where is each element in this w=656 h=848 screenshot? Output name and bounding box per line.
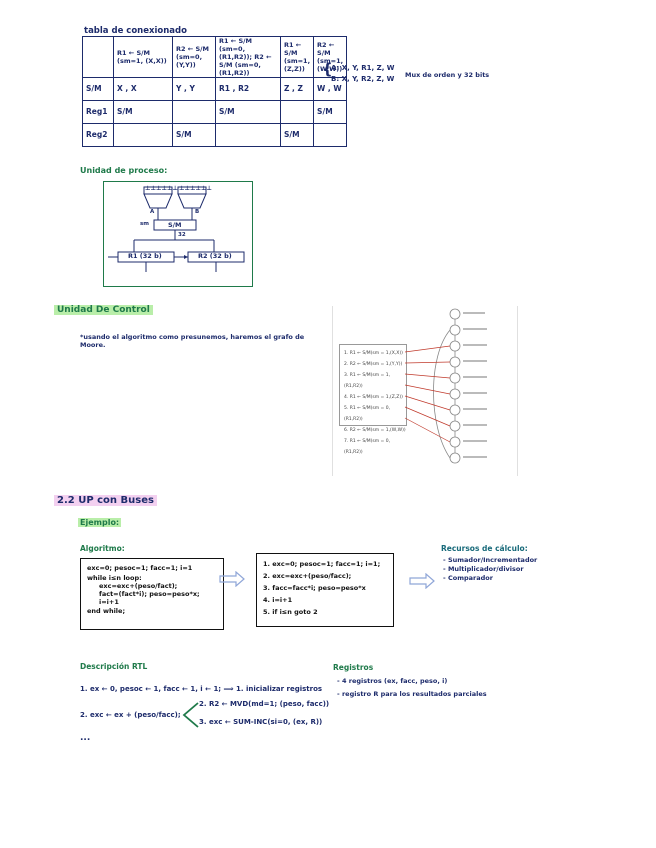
- bus-b-text: B: X, Y, R2, Z, W: [331, 75, 394, 83]
- rtl-line-2b: 3. exc ← SUM-INC(si=0, (ex, R)): [199, 718, 322, 726]
- sel-b-label: B: [195, 209, 199, 215]
- table-cell: Z , Z: [281, 78, 314, 101]
- table-header-cell: R1 ← S/M (sm=0, (R1,R2)); R2 ← S/M (sm=0…: [216, 37, 281, 78]
- resources-title: Recursos de cálculo:: [441, 544, 528, 553]
- table-header-cell: R2 ← S/M (sm=0, (Y,Y)): [173, 37, 216, 78]
- algo-line: i=i+1: [87, 598, 217, 606]
- rtl-title: Descripción RTL: [80, 662, 147, 671]
- step-line: 4. i=i+1: [263, 594, 387, 606]
- step-line: 1. exc=0; pesoc=1; facc=1; i=1;: [263, 558, 387, 570]
- sm-label: sm: [140, 221, 149, 227]
- algo-line: end while;: [87, 606, 217, 616]
- table-cell: S/M: [83, 78, 114, 101]
- table-header-cell: R1 ← S/M (sm=1, (X,X)): [114, 37, 173, 78]
- branch-brace-icon: [180, 700, 200, 730]
- sel-a-label: A: [150, 209, 154, 215]
- buses-section-title: 2.2 UP con Buses: [54, 495, 157, 506]
- mux-right-label: ⊥⊥⊥⊥⊥⊥: [179, 185, 212, 192]
- table-cell: S/M: [216, 101, 281, 124]
- alu-label: S/M: [168, 221, 182, 229]
- process-unit-title: Unidad de proceso:: [80, 166, 167, 175]
- rtl-line-2: 2. exc ← ex + (peso/facc);: [80, 711, 181, 719]
- register-item: - 4 registros (ex, facc, peso, i): [337, 675, 487, 688]
- table-cell: Reg1: [83, 101, 114, 124]
- registers-list: - 4 registros (ex, facc, peso, i) - regi…: [337, 675, 487, 701]
- table-cell: Reg2: [83, 124, 114, 147]
- mux-left-label: ⊥⊥⊥⊥⊥⊥: [145, 185, 178, 192]
- table-cell: [114, 124, 173, 147]
- step-line: 3. facc=facc*i; peso=peso*x: [263, 582, 387, 594]
- arrow-right-icon: [218, 571, 246, 587]
- bus-width-label: 32: [178, 232, 186, 238]
- example-subtitle: Ejemplo:: [78, 518, 121, 527]
- algo-line: while i≤n loop:: [87, 574, 217, 582]
- arrow-right-icon: [408, 573, 436, 589]
- table-cell: [281, 101, 314, 124]
- algorithm-label: Algoritmo:: [80, 544, 125, 553]
- table-cell: [314, 124, 347, 147]
- rtl-line-1: 1. ex ← 0, pesoc ← 1, facc ← 1, i ← 1; ⟹…: [80, 685, 322, 693]
- bus-note: Mux de orden y 32 bits: [405, 71, 489, 79]
- table-cell: S/M: [314, 101, 347, 124]
- connection-table-title: tabla de conexionado: [84, 26, 187, 36]
- registers-title: Registros: [333, 663, 373, 672]
- table-cell: [216, 124, 281, 147]
- register-item: - registro R para los resultados parcial…: [337, 688, 487, 701]
- resource-item: - Multiplicador/divisor: [443, 565, 537, 574]
- table-cell: R1 , R2: [216, 78, 281, 101]
- algo-line: exc=exc+(peso/fact);: [87, 582, 217, 590]
- resource-item: - Comparador: [443, 574, 537, 583]
- step-line: 2. exc=exc+(peso/facc);: [263, 570, 387, 582]
- reg1-label: R1 (32 b): [128, 252, 162, 260]
- algo-line: fact=(fact*i); peso=peso*x;: [87, 590, 217, 598]
- rtl-ellipsis: ...: [80, 733, 90, 743]
- rtl-line-2a: 2. R2 ← MVD(md=1; (peso, facc)): [199, 700, 329, 708]
- table-cell: S/M: [114, 101, 173, 124]
- table-cell: X , X: [114, 78, 173, 101]
- algorithm-box: exc=0; pesoc=1; facc=1; i=1 while i≤n lo…: [80, 558, 224, 630]
- resource-item: - Sumador/Incrementador: [443, 556, 537, 565]
- process-unit-diagram: ⊥⊥⊥⊥⊥⊥ ⊥⊥⊥⊥⊥⊥ A B sm S/M 32 R1 (32 b) R2…: [103, 181, 253, 287]
- steps-box: 1. exc=0; pesoc=1; facc=1; i=1; 2. exc=e…: [256, 553, 394, 627]
- resources-list: - Sumador/Incrementador - Multiplicador/…: [443, 556, 537, 583]
- table-cell: S/M: [281, 124, 314, 147]
- table-cell: [173, 101, 216, 124]
- table-cell: Y , Y: [173, 78, 216, 101]
- moore-graph-figure: 1. R1 ← S/M(sm = 1,(X,X)) 2. R2 ← S/M(sm…: [332, 306, 518, 476]
- table-cell: S/M: [173, 124, 216, 147]
- algo-line: exc=0; pesoc=1; facc=1; i=1: [87, 563, 217, 574]
- reg2-label: R2 (32 b): [198, 252, 232, 260]
- bus-a-text: A: X, Y, R1, Z, W: [331, 64, 395, 72]
- moore-graph-svg: [333, 306, 517, 476]
- step-line: 5. if i≤n goto 2: [263, 606, 387, 618]
- table-header-cell: R1 ← S/M (sm=1, (Z,Z)): [281, 37, 314, 78]
- control-unit-title: Unidad De Control: [54, 305, 153, 315]
- connection-table: R1 ← S/M (sm=1, (X,X)) R2 ← S/M (sm=0, (…: [82, 36, 347, 147]
- table-header-cell: [83, 37, 114, 78]
- control-unit-note: *usando el algoritmo como presunemos, ha…: [80, 333, 320, 349]
